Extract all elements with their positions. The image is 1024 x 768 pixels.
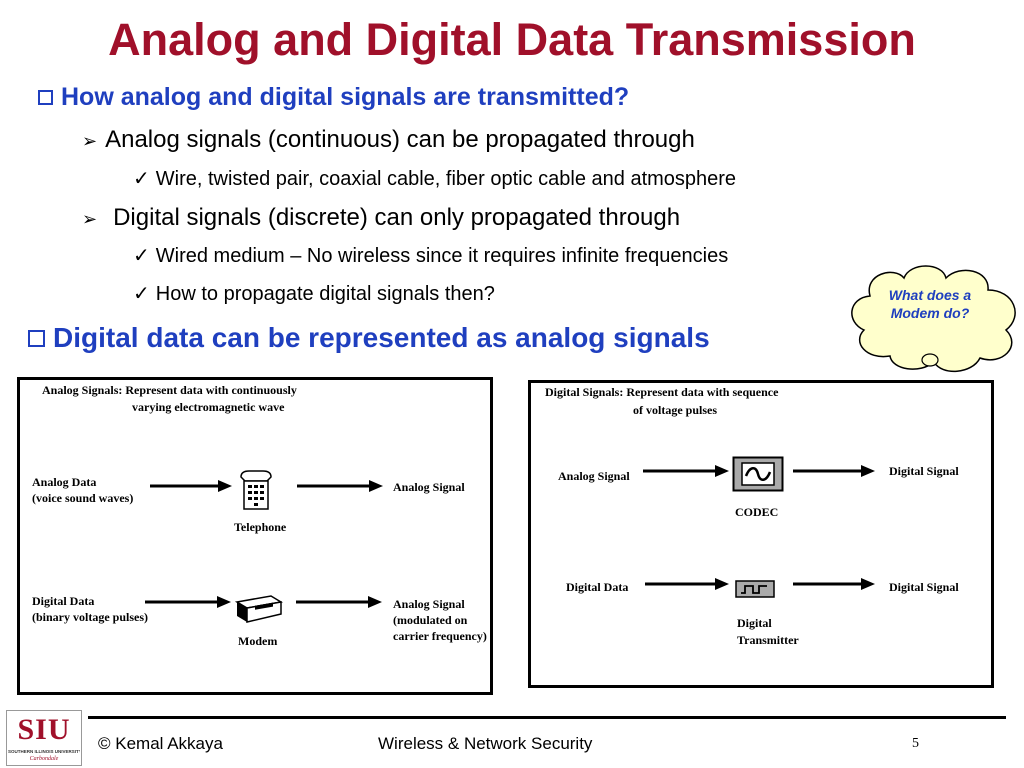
arrow-icon	[296, 596, 382, 608]
left-diagram-heading-2: varying electromagnetic wave	[132, 400, 285, 414]
siu-logo-subtitle: SOUTHERN ILLINOIS UNIVERSITY	[8, 749, 80, 754]
checkbox-bullet-icon	[28, 330, 45, 347]
list-item-analog-media: ✓Wire, twisted pair, coaxial cable, fibe…	[133, 166, 736, 191]
checkbox-bullet-icon	[38, 90, 53, 105]
digital-signals-diagram	[528, 380, 994, 688]
right-row2-device-2: Transmitter	[737, 633, 799, 647]
footer-divider	[88, 716, 1006, 719]
arrow-icon	[793, 465, 875, 477]
telephone-icon	[240, 470, 272, 510]
left-row1-output: Analog Signal	[393, 480, 465, 494]
right-row2-input: Digital Data	[566, 580, 629, 594]
bullet-digital-data: Digital data can be represented as analo…	[28, 322, 710, 354]
slide-title: Analog and Digital Data Transmission	[108, 14, 916, 65]
siu-logo-campus: Carbondale	[29, 756, 59, 762]
cloud-callout	[851, 265, 1016, 373]
footer-author: © Kemal Akkaya	[98, 734, 223, 753]
modem-icon	[234, 595, 283, 623]
left-diagram-heading-1: Analog Signals: Represent data with cont…	[42, 383, 297, 397]
checkmark-icon: ✓	[133, 245, 150, 267]
checkmark-icon: ✓	[133, 283, 150, 305]
arrow-icon	[643, 465, 729, 477]
codec-icon	[732, 456, 784, 492]
right-row1-input: Analog Signal	[558, 469, 630, 483]
right-row1-device: CODEC	[735, 505, 779, 519]
right-row2-output: Digital Signal	[889, 580, 959, 594]
arrow-icon	[645, 578, 729, 590]
callout-text: What does a Modem do?	[888, 287, 972, 321]
bullet-digital-data-text: Digital data can be represented as analo…	[53, 322, 710, 353]
analog-signals-diagram	[17, 377, 493, 695]
arrow-icon	[297, 480, 383, 492]
list-item-analog-media-text: Wire, twisted pair, coaxial cable, fiber…	[155, 168, 737, 190]
digital-transmitter-icon	[735, 580, 775, 598]
list-item-wired-text: Wired medium – No wireless since it requ…	[155, 245, 729, 267]
left-row2-output-1: Analog Signal	[393, 597, 465, 611]
left-row2-input-1: Digital Data	[32, 594, 95, 608]
list-item-wired: ✓Wired medium – No wireless since it req…	[133, 243, 728, 268]
list-item-propagate-text: How to propagate digital signals then?	[155, 283, 495, 305]
siu-logo-text: SIU	[17, 713, 71, 746]
right-diagram-heading-2: of voltage pulses	[633, 403, 717, 417]
arrow-icon	[150, 480, 232, 492]
left-row2-input-2: (binary voltage pulses)	[32, 610, 149, 624]
sub-bullet-analog: ➢ Analog signals (continuous) can be prop…	[82, 126, 695, 154]
left-row1-device: Telephone	[234, 520, 287, 534]
checkmark-icon: ✓	[133, 168, 150, 190]
arrow-icon	[793, 578, 875, 590]
footer-course: Wireless & Network Security	[378, 734, 593, 753]
bullet-question-text: How analog and digital signals are trans…	[61, 83, 630, 111]
right-diagram-heading-1: Digital Signals: Represent data with seq…	[545, 385, 779, 399]
siu-logo: SIU SOUTHERN ILLINOIS UNIVERSITY Carbond…	[6, 710, 82, 766]
left-row2-device: Modem	[238, 634, 278, 648]
left-row2-output-3: carrier frequency)	[393, 629, 487, 643]
left-row1-input-2: (voice sound waves)	[32, 491, 134, 505]
sub-bullet-digital-text: Digital signals (discrete) can only prop…	[113, 204, 681, 231]
sub-bullet-digital: ➢ Digital signals (discrete) can only pro…	[82, 204, 680, 232]
bullet-question: How analog and digital signals are trans…	[38, 83, 629, 112]
page-number: 5	[912, 736, 919, 751]
list-item-propagate: ✓How to propagate digital signals then?	[133, 281, 495, 306]
left-row1-input-1: Analog Data	[32, 475, 97, 489]
arrowhead-bullet-icon: ➢	[82, 131, 98, 151]
sub-bullet-analog-text: Analog signals (continuous) can be propa…	[105, 126, 695, 153]
left-row2-output-2: (modulated on	[393, 613, 468, 627]
right-row2-device-1: Digital	[737, 616, 772, 630]
arrowhead-bullet-icon: ➢	[82, 209, 98, 229]
right-row1-output: Digital Signal	[889, 464, 959, 478]
arrow-icon	[145, 596, 231, 608]
